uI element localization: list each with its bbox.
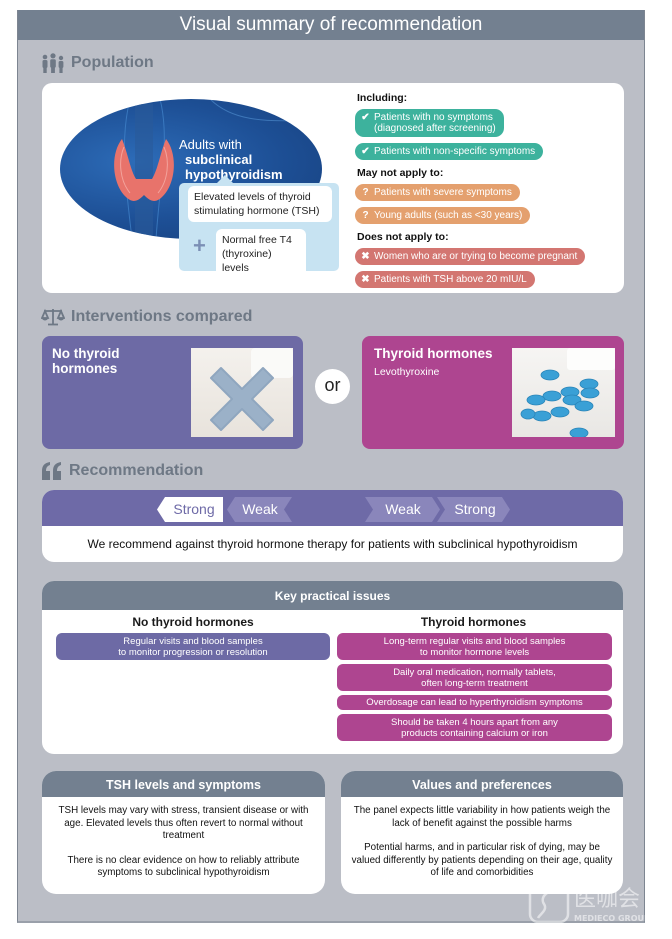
hormones-issue: Daily oral medication, normally tablets,… [337,664,612,691]
item-text: Young adults (such as <30 years) [374,210,523,221]
issue-text: to monitor hormone levels [419,646,530,658]
hormones-issue: Long-term regular visits and blood sampl… [337,633,612,660]
no-treatment-image [191,348,293,437]
intervention-title: Thyroid hormones [374,346,493,361]
scale-option-strong-against: Strong [173,501,215,517]
values-paragraph: The panel expects little variability in … [353,805,611,829]
watermark-logo: 医咖会 MEDIECO GROUP [528,880,672,926]
tsh-paragraph: There is no clear evidence on how to rel… [67,854,300,879]
levothyroxine-pills-image [512,348,615,437]
population-card: Adults with subclinical hypothyroidism E… [42,83,624,293]
title-line: No thyroid [52,346,120,361]
item-text: Patients with non-specific symptoms [374,146,536,157]
values-preferences-card: Values and preferences The panel expects… [341,771,623,894]
recommendation-card: Strong Weak Weak Strong We recommend aga… [42,490,623,562]
intervention-no-thyroid-hormones: No thyroid hormones [42,336,303,449]
hormones-column-title: Thyroid hormones [420,615,527,629]
tsh-card-heading: TSH levels and symptoms [42,771,325,797]
intervention-thyroid-hormones: Thyroid hormones Levothyroxine [362,336,624,449]
strength-scale: Strong Weak Weak Strong [42,490,623,526]
visual-summary-frame: Visual summary of recommendation Populat… [17,10,645,923]
check-icon: ✔ [361,146,370,157]
strong-for-chevron [437,497,510,522]
key-practical-issues-card: Key practical issues No thyroid hormones… [42,581,623,754]
issue-text: Regular visits and blood samples [123,635,263,647]
issue-text: Should be taken 4 hours apart from any [391,716,558,728]
intervention-subtitle: Levothyroxine [374,366,440,378]
recommendation-heading: Recommendation [41,462,203,480]
watermark-cn: 医咖会 [574,887,640,912]
item-text: Women who are or trying to become pregna… [374,251,578,262]
recommendation-heading-text: Recommendation [69,462,204,479]
values-paragraph: Potential harms, and in particular risk … [351,842,613,878]
watermark-en: MEDIECO GROUP [574,914,650,923]
title-line: hormones [52,361,118,376]
x-icon: ✖ [361,274,370,285]
quote-icon [41,462,63,480]
values-card-heading: Values and preferences [341,771,623,797]
including-label: Including: [357,92,408,104]
applicability-list: Including: ✔ Patients with no symptoms(d… [355,92,615,292]
does-not-apply-label: Does not apply to: [357,231,449,243]
issue-text: Overdosage can lead to hyperthyroidism s… [366,697,583,708]
no-hormones-column-title: No thyroid hormones [132,615,254,629]
does-not-apply-item: ✖ Patients with TSH above 20 mIU/L [355,271,535,288]
check-icon: ✔ [361,112,370,123]
issue-text: products containing calcium or iron [401,727,548,739]
does-not-apply-item: ✖ Women who are or trying to become preg… [355,248,586,265]
population-line1: Adults with [179,137,242,152]
item-text: Patients with severe symptoms [374,187,512,198]
question-icon: ? [362,187,369,198]
weak-against-chevron [227,497,292,522]
hormones-issue: Overdosage can lead to hyperthyroidism s… [337,695,612,710]
population-heading: Population [41,53,154,73]
criterion-tsh: Elevated levels of thyroid stimulating h… [188,186,332,222]
issue-text: Daily oral medication, normally tablets, [393,666,556,678]
interventions-heading-text: Interventions compared [71,308,253,325]
population-heading-text: Population [71,54,154,71]
recommendation-statement: We recommend against thyroid hormone the… [87,537,578,551]
or-separator: or [315,369,350,404]
scale-option-strong-for: Strong [454,501,496,517]
may-not-apply-item: ? Young adults (such as <30 years) [355,207,531,224]
issue-text: often long-term treatment [421,677,528,689]
tsh-levels-card: TSH levels and symptoms TSH levels may v… [42,771,325,894]
interventions-heading: Interventions compared [41,308,252,326]
issue-text: to monitor progression or resolution [118,646,268,658]
tsh-paragraph: TSH levels may vary with stress, transie… [58,805,309,841]
weak-for-chevron [365,497,440,522]
people-icon [41,53,65,73]
scale-option-weak-against: Weak [242,501,278,517]
population-line2: subclinical [185,152,253,167]
criterion-t4: Normal free T4 (thyroxine) levels [216,229,306,279]
scale-option-weak-for: Weak [385,501,421,517]
definition-box: Elevated levels of thyroid stimulating h… [179,175,339,279]
may-not-apply-item: ? Patients with severe symptoms [355,184,520,201]
plus-icon: + [193,233,206,258]
question-icon: ? [362,210,369,221]
strong-against-chevron [157,497,223,522]
including-item: ✔ Patients with non-specific symptoms [355,143,544,160]
scales-icon [41,308,65,326]
intervention-title: No thyroid hormones [52,346,120,376]
issue-text: Long-term regular visits and blood sampl… [383,635,566,647]
page-title: Visual summary of recommendation [18,10,644,40]
item-text: Patients with TSH above 20 mIU/L [374,274,527,285]
item-text: Patients with no symptoms [374,112,493,123]
tsh-card-body: TSH levels may vary with stress, transie… [42,797,325,880]
x-icon: ✖ [361,251,370,262]
key-issues-heading: Key practical issues [42,581,623,610]
may-not-apply-label: May not apply to: [357,167,444,179]
population-description: Adults with subclinical hypothyroidism [179,137,283,182]
values-card-body: The panel expects little variability in … [341,797,623,880]
thyroid-illustration: Adults with subclinical hypothyroidism [60,99,322,239]
including-item: ✔ Patients with no symptoms(diagnosed af… [355,109,504,137]
item-text: (diagnosed after screening) [374,123,496,134]
population-line3: hypothyroidism [185,167,283,182]
